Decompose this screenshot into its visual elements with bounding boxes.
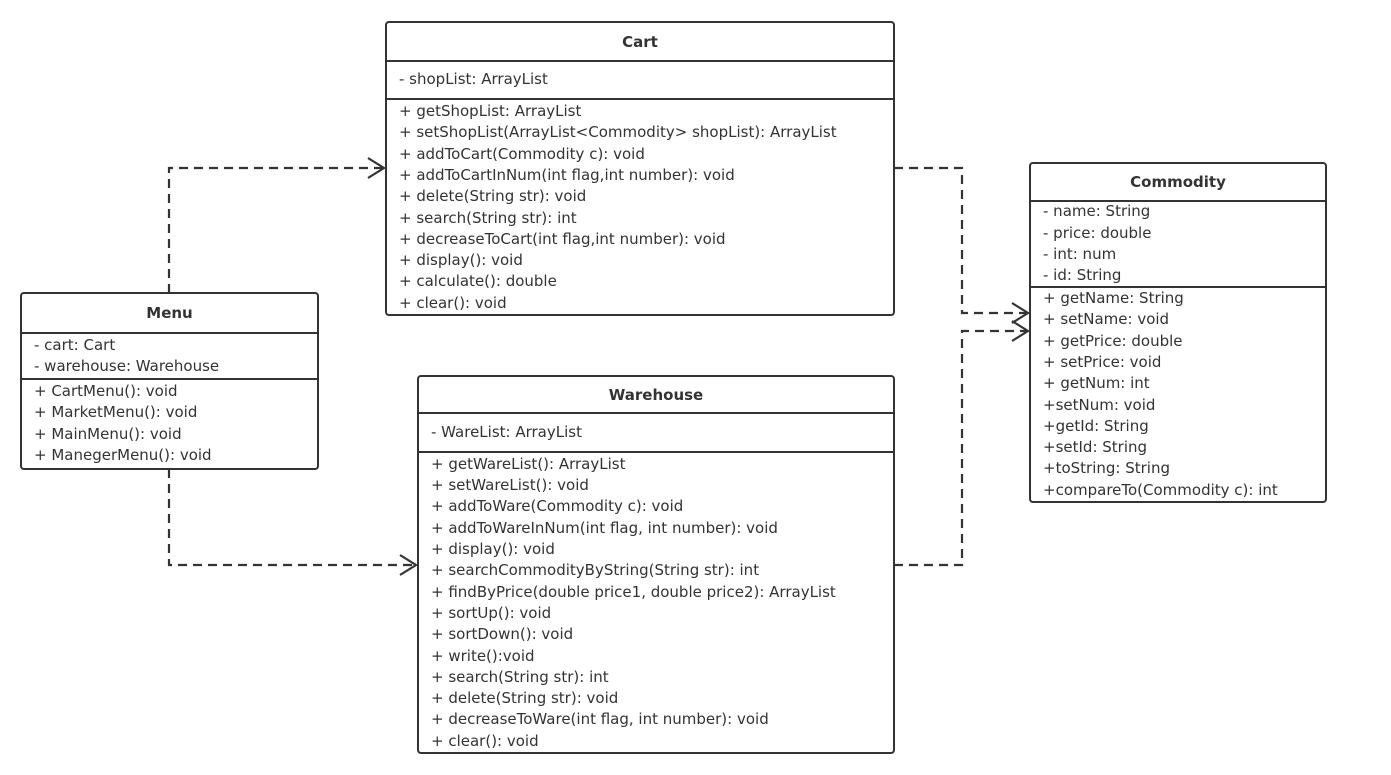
method-item: + decreaseToCart(int flag,int number): v… [399, 229, 726, 248]
method-item: + getNum: int [1043, 374, 1150, 393]
method-item: + findByPrice(double price1, double pric… [431, 582, 836, 601]
attribute-item: - shopList: ArrayList [399, 70, 548, 89]
method-item: + addToCart(Commodity c): void [399, 144, 645, 163]
method-item: + clear(): void [431, 731, 539, 750]
method-item: + delete(String str): void [431, 689, 619, 708]
method-item: + display(): void [399, 251, 523, 270]
attributes: - WareList: ArrayList [419, 414, 893, 453]
cart-commodity-dependency [894, 166, 1026, 315]
method-item: + clear(): void [399, 293, 507, 312]
attribute-item: - name: String [1043, 202, 1151, 221]
method-item: + searchCommodityByString(String str): i… [431, 561, 760, 580]
arrowhead-icon [399, 554, 419, 576]
method-item: + setPrice: void [1043, 352, 1162, 371]
attributes: - cart: Cart - warehouse: Warehouse [22, 334, 317, 380]
method-item: + MarketMenu(): void [34, 403, 198, 422]
class-warehouse[interactable]: Warehouse - WareList: ArrayList + getWar… [417, 375, 895, 754]
method-item: + calculate(): double [399, 272, 557, 291]
attribute-item: - int: num [1043, 245, 1117, 264]
class-name: Menu [22, 294, 317, 334]
method-item: +getId: String [1043, 416, 1149, 435]
method-item: + getWareList(): ArrayList [431, 454, 626, 473]
methods: + getName: String + setName: void + getPri… [1031, 288, 1325, 501]
class-cart[interactable]: Cart - shopList: ArrayList + getShopList… [385, 21, 895, 316]
attributes: - shopList: ArrayList [387, 62, 893, 101]
methods: + getShopList: ArrayList + setShopList(Ar… [387, 100, 893, 314]
attribute-item: - warehouse: Warehouse [34, 357, 220, 375]
method-item: + ManegerMenu(): void [34, 445, 212, 464]
method-item: + setName: void [1043, 310, 1170, 329]
method-item: +setNum: void [1043, 395, 1156, 414]
method-item: + CartMenu(): void [34, 382, 178, 400]
attributes: - name: String - price: double - int: num -… [1031, 202, 1325, 289]
attribute-item: - cart: Cart [34, 335, 116, 354]
methods: + CartMenu(): void + MarketMenu(): void + … [22, 380, 317, 466]
method-item: + getName: String [1043, 289, 1184, 308]
class-name: Warehouse [419, 377, 893, 415]
method-item: + getPrice: double [1043, 331, 1183, 350]
method-item: + search(String str): int [431, 667, 609, 686]
method-item: + display(): void [431, 540, 555, 559]
class-menu[interactable]: Menu - cart: Cart- warehouse: Warehouse … [20, 292, 319, 470]
method-item: +compareTo(Commodity c): int [1043, 480, 1278, 499]
method-item: + sortDown(): void [431, 625, 574, 644]
attribute-item: - WareList: ArrayList [431, 422, 582, 441]
arrowhead-icon [1011, 302, 1031, 324]
method-item: +toString: String [1043, 459, 1170, 478]
method-item: + setWareList(): void [431, 476, 589, 495]
method-item: + sortUp(): void [431, 603, 552, 622]
warehouse-commodity-dependency [894, 329, 1026, 567]
method-item: + decreaseToWare(int flag, int number): … [431, 710, 769, 729]
method-item: + setShopList(ArrayList<Commodity> shopL… [399, 123, 837, 142]
menu-warehouse-dependency [167, 469, 414, 567]
menu-cart-dependency [167, 166, 382, 293]
class-name: Commodity [1031, 164, 1325, 203]
attribute-item: - price: double [1043, 223, 1152, 242]
attribute-item: - id: String [1043, 266, 1122, 285]
method-item: + addToCartInNum(int flag,int number): v… [399, 165, 735, 184]
methods: + getWareList(): ArrayList + setWareList(… [419, 453, 893, 752]
arrowhead-icon [1011, 320, 1031, 342]
method-item: + delete(String str): void [399, 187, 587, 206]
method-item: + search(String str): int [399, 208, 577, 227]
class-commodity[interactable]: Commodity - name: String- price: double-… [1029, 162, 1327, 503]
method-item: + getShopList: ArrayList [399, 102, 582, 121]
class-name: Cart [387, 23, 893, 62]
method-item: + addToWare(Commodity c): void [431, 497, 684, 516]
arrowhead-icon [367, 157, 387, 179]
method-item: + MainMenu(): void [34, 424, 182, 443]
method-item: + write():void [431, 646, 535, 665]
method-item: + addToWareInNum(int flag, int number): … [431, 518, 778, 537]
method-item: +setId: String [1043, 438, 1148, 457]
